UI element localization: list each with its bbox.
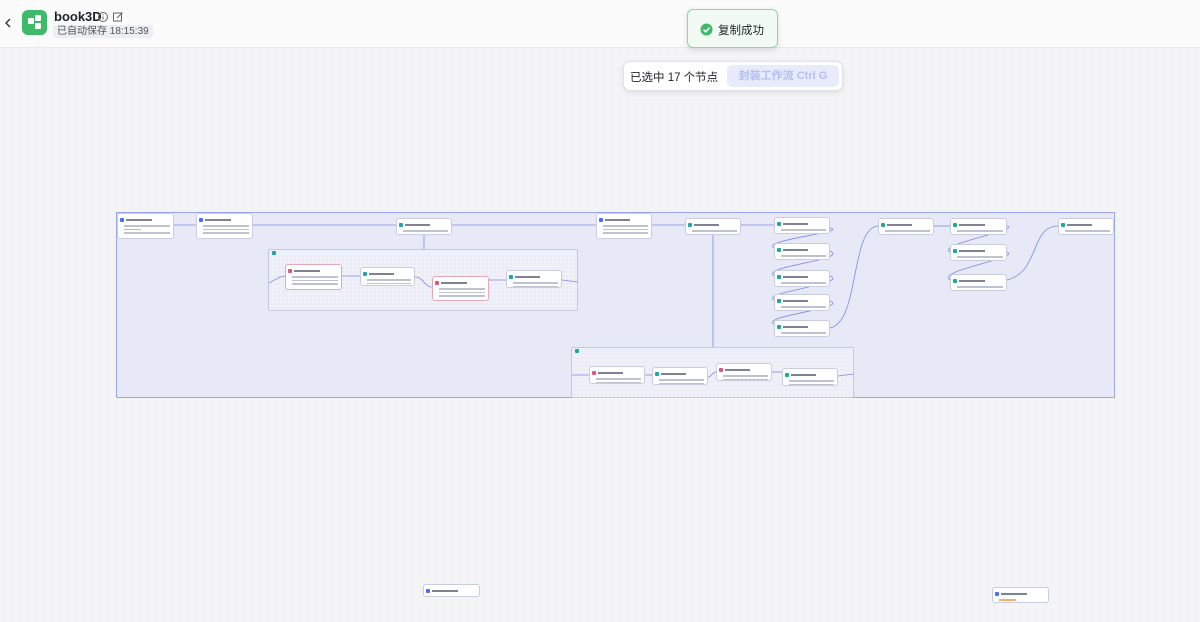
info-icon[interactable] xyxy=(97,10,109,22)
back-button[interactable] xyxy=(2,12,14,34)
workflow-node[interactable] xyxy=(285,264,342,290)
workflow-node[interactable] xyxy=(432,276,489,301)
top-bar: book3D 已自动保存 18:15:39 xyxy=(0,0,1200,48)
workflow-node[interactable] xyxy=(589,366,645,384)
workflow-node[interactable] xyxy=(950,274,1007,291)
workflow-node[interactable] xyxy=(423,584,480,597)
autosave-status: 已自动保存 18:15:39 xyxy=(53,25,153,38)
app-title: book3D xyxy=(54,9,102,24)
workflow-node[interactable] xyxy=(396,218,452,235)
workflow-node[interactable] xyxy=(1058,218,1114,235)
workflow-node[interactable] xyxy=(774,217,830,234)
selected-count-text: 已选中 17 个节点 xyxy=(630,72,719,84)
workflow-node[interactable] xyxy=(716,363,772,381)
workflow-node[interactable] xyxy=(950,244,1007,261)
chevron-left-icon xyxy=(5,18,11,28)
selection-toolbar: 已选中 17 个节点 封装工作流 Ctrl G xyxy=(623,61,843,91)
wrap-workflow-button[interactable]: 封装工作流 Ctrl G xyxy=(727,65,839,87)
app-logo xyxy=(22,10,47,35)
workflow-node[interactable] xyxy=(878,218,934,235)
workflow-node[interactable] xyxy=(196,213,253,239)
toast-message: 复制成功 xyxy=(718,25,764,37)
workflow-node[interactable] xyxy=(774,243,830,260)
success-toast: 复制成功 xyxy=(687,9,778,48)
workflow-node[interactable] xyxy=(774,270,830,287)
workflow-node[interactable] xyxy=(117,213,174,239)
workflow-app-icon xyxy=(28,15,41,29)
workflow-node[interactable] xyxy=(596,213,652,239)
workflow-node[interactable] xyxy=(685,218,741,235)
workflow-node[interactable] xyxy=(782,368,838,386)
workflow-node[interactable] xyxy=(950,218,1007,235)
workflow-node[interactable] xyxy=(506,270,562,288)
workflow-node[interactable] xyxy=(774,294,830,311)
workflow-node[interactable] xyxy=(992,587,1049,603)
workflow-node[interactable] xyxy=(360,267,415,286)
edit-icon[interactable] xyxy=(112,10,124,22)
workflow-node[interactable] xyxy=(652,367,708,385)
check-circle-icon xyxy=(700,23,713,36)
workflow-node[interactable] xyxy=(774,320,830,337)
